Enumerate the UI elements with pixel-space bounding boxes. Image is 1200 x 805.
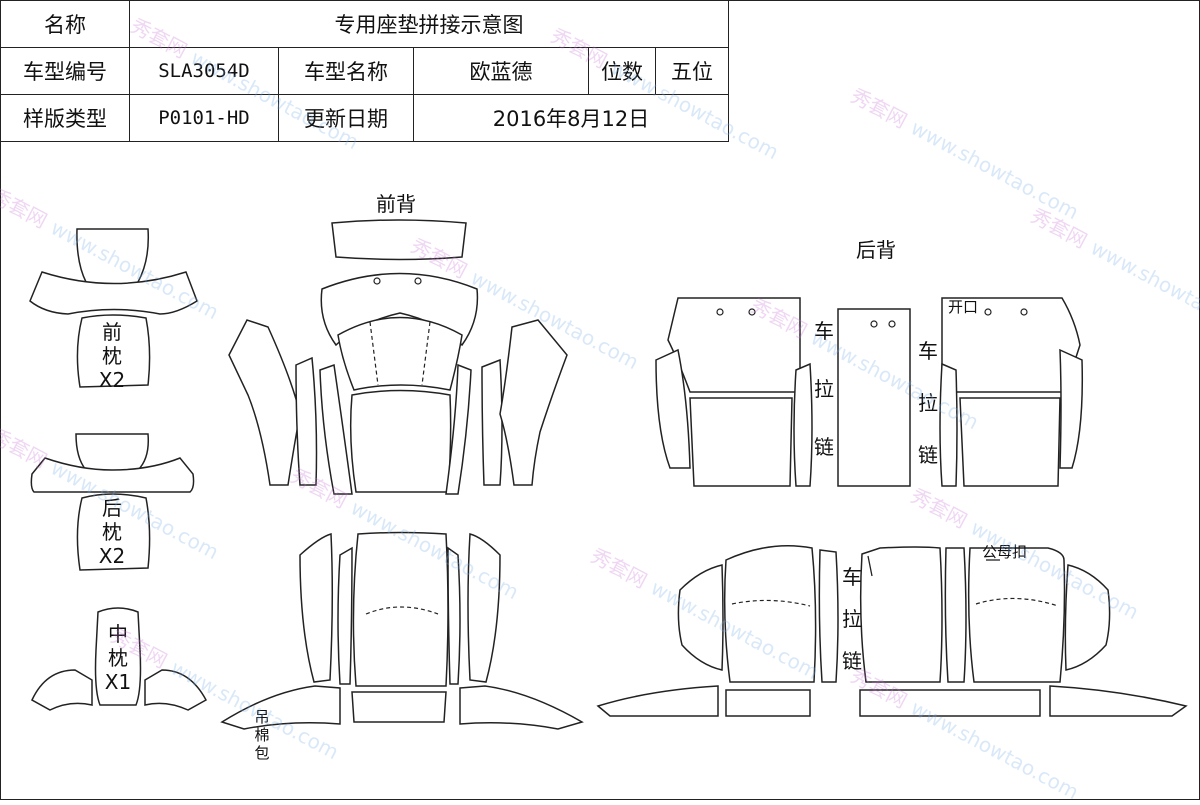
front-cushion-pieces <box>220 531 584 730</box>
rear-cushion-pieces <box>596 544 1188 717</box>
zipper-label-1: 车 拉 链 <box>814 319 834 459</box>
front-back-label: 前背 <box>376 192 416 216</box>
diagram-title: 专用座垫拼接示意图 <box>129 0 729 48</box>
front-back-pieces <box>228 219 568 495</box>
front-pillow-label: 前 枕 X2 <box>98 320 126 392</box>
rear-back-pieces <box>655 297 1084 487</box>
label-pattern-type: 样版类型 <box>0 94 130 142</box>
front-pillow-pieces <box>29 228 198 388</box>
opening-label: 开口 <box>948 298 979 316</box>
hanging-cotton-bag-label: 吊 棉 包 <box>254 708 270 762</box>
rear-pillow-label: 后 枕 X2 <box>98 496 126 568</box>
zipper-label-2: 车 拉 链 <box>918 339 938 467</box>
label-model-no: 车型编号 <box>0 47 130 95</box>
seats: 五位 <box>655 47 729 95</box>
pattern-type: P0101-HD <box>129 94 279 142</box>
model-no: SLA3054D <box>129 47 279 95</box>
zipper-label-3: 车 拉 链 <box>842 565 862 673</box>
update-date: 2016年8月12日 <box>413 94 729 142</box>
rear-back-label: 后背 <box>856 238 896 262</box>
rear-pillow-pieces <box>30 433 195 571</box>
snap-button-label: 公母扣 <box>982 543 1028 561</box>
model-name: 欧蓝德 <box>413 47 589 95</box>
info-table: 名称 专用座垫拼接示意图 车型编号 SLA3054D 车型名称 欧蓝德 位数 五… <box>0 0 729 142</box>
middle-pillow-pieces <box>31 607 208 711</box>
middle-pillow-label: 中 枕 X1 <box>104 622 132 694</box>
label-update-date: 更新日期 <box>278 94 414 142</box>
